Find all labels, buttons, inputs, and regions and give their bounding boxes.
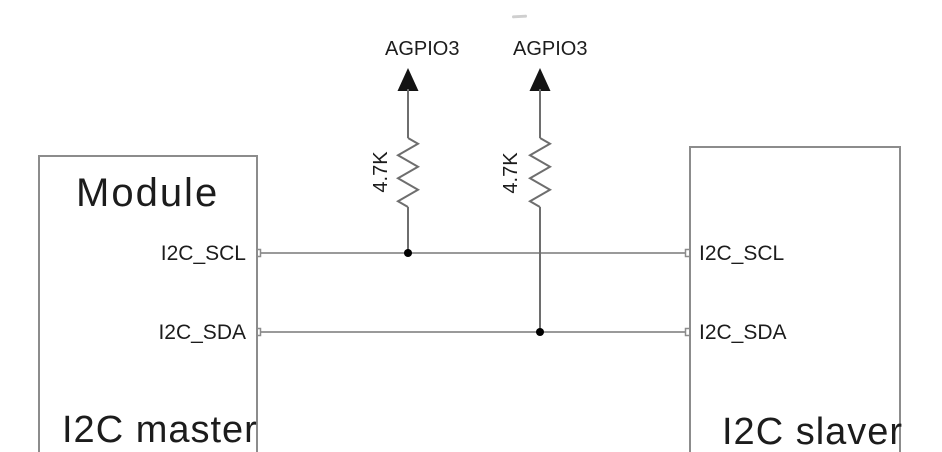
module-caption: I2C master [62, 409, 258, 451]
resistor-value-label-2: 4.7K [500, 152, 522, 194]
resistor-1-zigzag-icon [395, 137, 421, 208]
module-title: Module [76, 171, 220, 215]
junction-dot-sda [536, 328, 544, 336]
module-pin-scl-label: I2C_SCL [160, 242, 246, 265]
slave-pin-scl-label: I2C_SCL [699, 242, 785, 265]
module-box [38, 155, 258, 452]
module-pin-sda-label: I2C_SDA [158, 321, 246, 344]
pullup-net-label-2: AGPIO3 [513, 38, 588, 60]
resistor-2-zigzag-icon [527, 137, 553, 208]
slave-box [689, 146, 901, 452]
slave-caption: I2C slaver [722, 411, 904, 452]
junction-dot-scl [404, 249, 412, 257]
power-arrow-icon-1 [397, 68, 419, 91]
pullup-net-label-1: AGPIO3 [385, 38, 460, 60]
resistor-value-label-1: 4.7K [370, 151, 392, 193]
power-arrow-icon-2 [529, 68, 551, 91]
slave-pin-sda-label: I2C_SDA [699, 321, 787, 344]
